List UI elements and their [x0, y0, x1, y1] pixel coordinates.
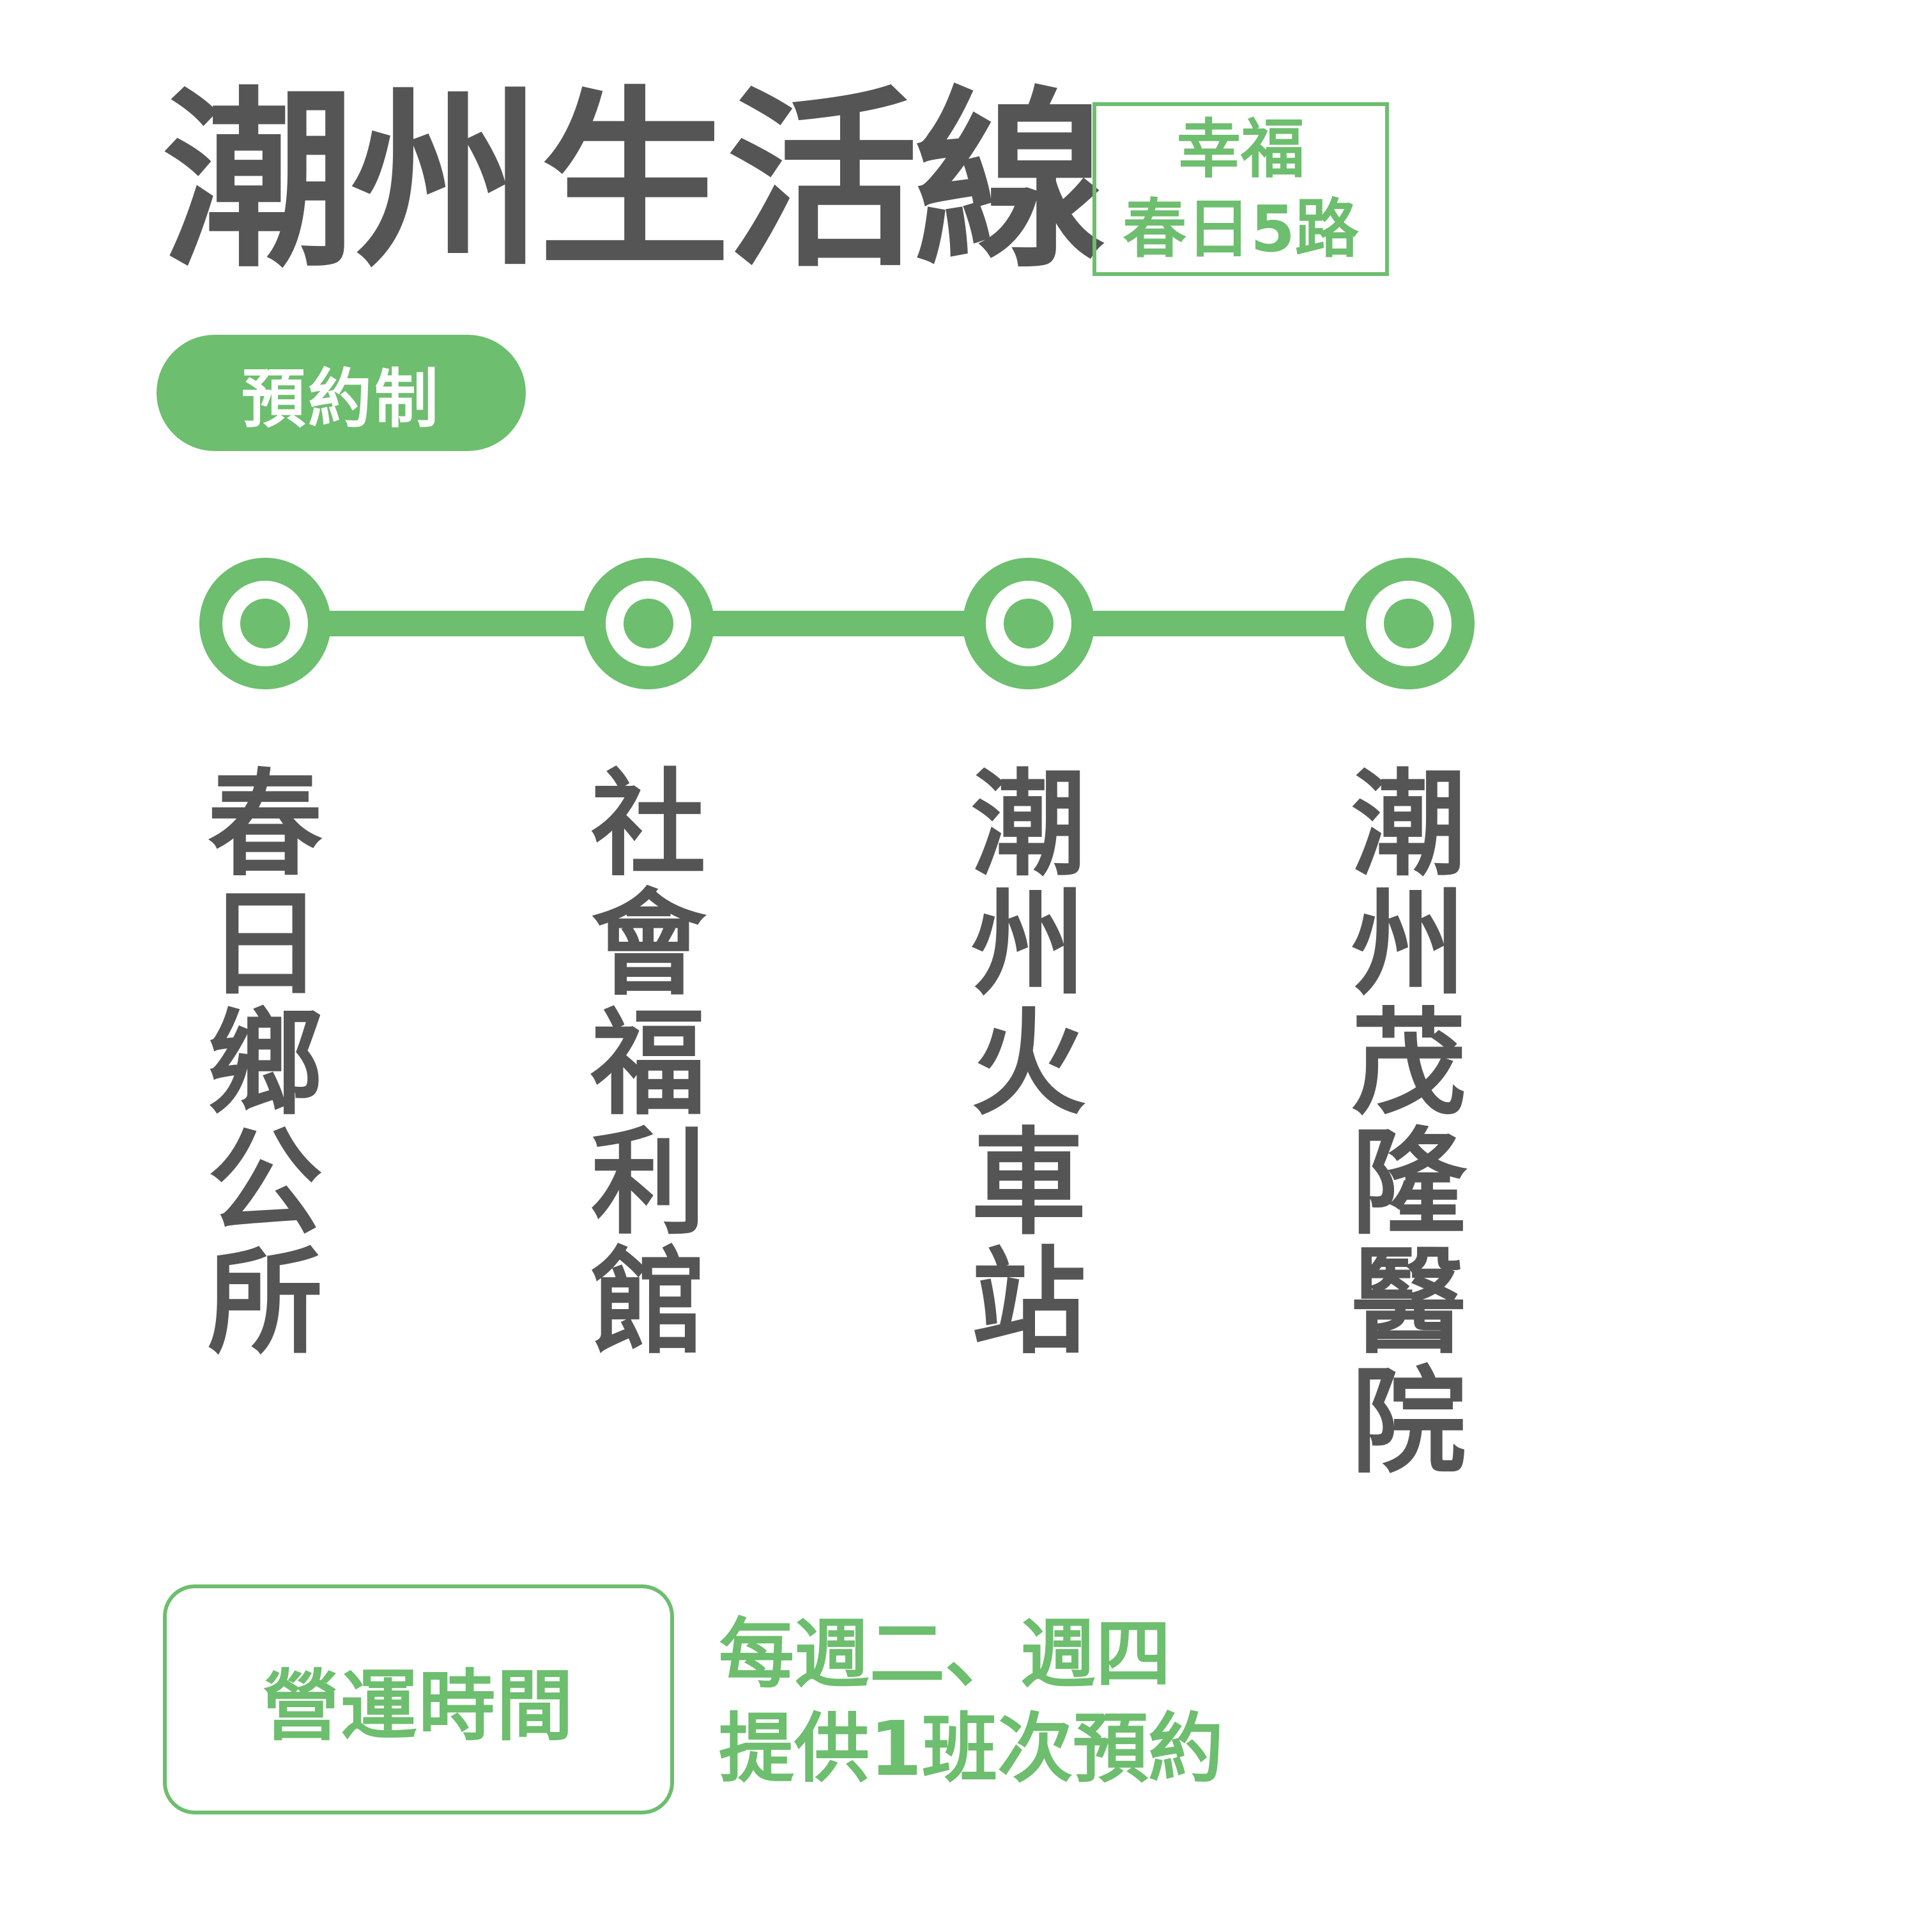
- service-tag-label: 預約制: [241, 361, 441, 436]
- stop-char: 州: [970, 878, 1086, 1011]
- operating-days: 每週二、週四: [719, 1610, 1172, 1698]
- stop-char: 社: [590, 758, 706, 892]
- stop-marker-2: [583, 558, 714, 689]
- service-tag: 預約制: [157, 335, 526, 451]
- stop-char: 所: [207, 1236, 323, 1370]
- operating-hours-label-box: 營運時間: [163, 1584, 674, 1814]
- stop-name-4: 潮 州 茂 隆 醫 院: [1338, 765, 1479, 1482]
- stop-name-2: 社 會 福 利 館: [578, 765, 719, 1363]
- stop-marker-3: [963, 558, 1094, 689]
- stop-name-3: 潮 州 火 車 站: [958, 765, 1099, 1363]
- stop-name-1: 春 日 鄉 公 所: [195, 765, 335, 1363]
- stop-char: 州: [1351, 878, 1466, 1011]
- stop-char: 茂: [1351, 997, 1466, 1131]
- route-badge-line1: 幸福: [1177, 112, 1305, 187]
- stop-char: 會: [590, 878, 706, 1011]
- page-title: 潮州生活線: [163, 70, 1106, 293]
- stop-char: 潮: [1351, 758, 1466, 892]
- operating-hours-details: 每週二、週四 提供1班次預約: [719, 1607, 1223, 1796]
- stop-char: 站: [970, 1236, 1086, 1370]
- stop-char: 福: [590, 997, 706, 1131]
- operating-frequency: 提供1班次預約: [719, 1705, 1224, 1793]
- stop-marker-4: [1343, 558, 1475, 689]
- route-badge-line2: 春日5路: [1123, 192, 1359, 266]
- stop-char: 日: [207, 878, 323, 1011]
- route-badge: 幸福 春日5路: [1092, 102, 1389, 276]
- stop-char: 利: [590, 1117, 706, 1250]
- stop-char: 火: [970, 997, 1086, 1131]
- stop-char: 館: [590, 1236, 706, 1370]
- stop-char: 公: [207, 1117, 323, 1250]
- stop-char: 車: [970, 1117, 1086, 1250]
- stop-char: 潮: [970, 758, 1086, 892]
- stop-char: 春: [207, 758, 323, 892]
- stop-char: 隆: [1351, 1117, 1466, 1250]
- stop-marker-1: [199, 558, 331, 689]
- stop-char: 鄉: [207, 997, 323, 1131]
- route-line: [265, 611, 1415, 636]
- stop-char: 醫: [1351, 1236, 1466, 1370]
- operating-hours-label: 營運時間: [263, 1662, 574, 1751]
- stop-char: 院: [1351, 1356, 1466, 1489]
